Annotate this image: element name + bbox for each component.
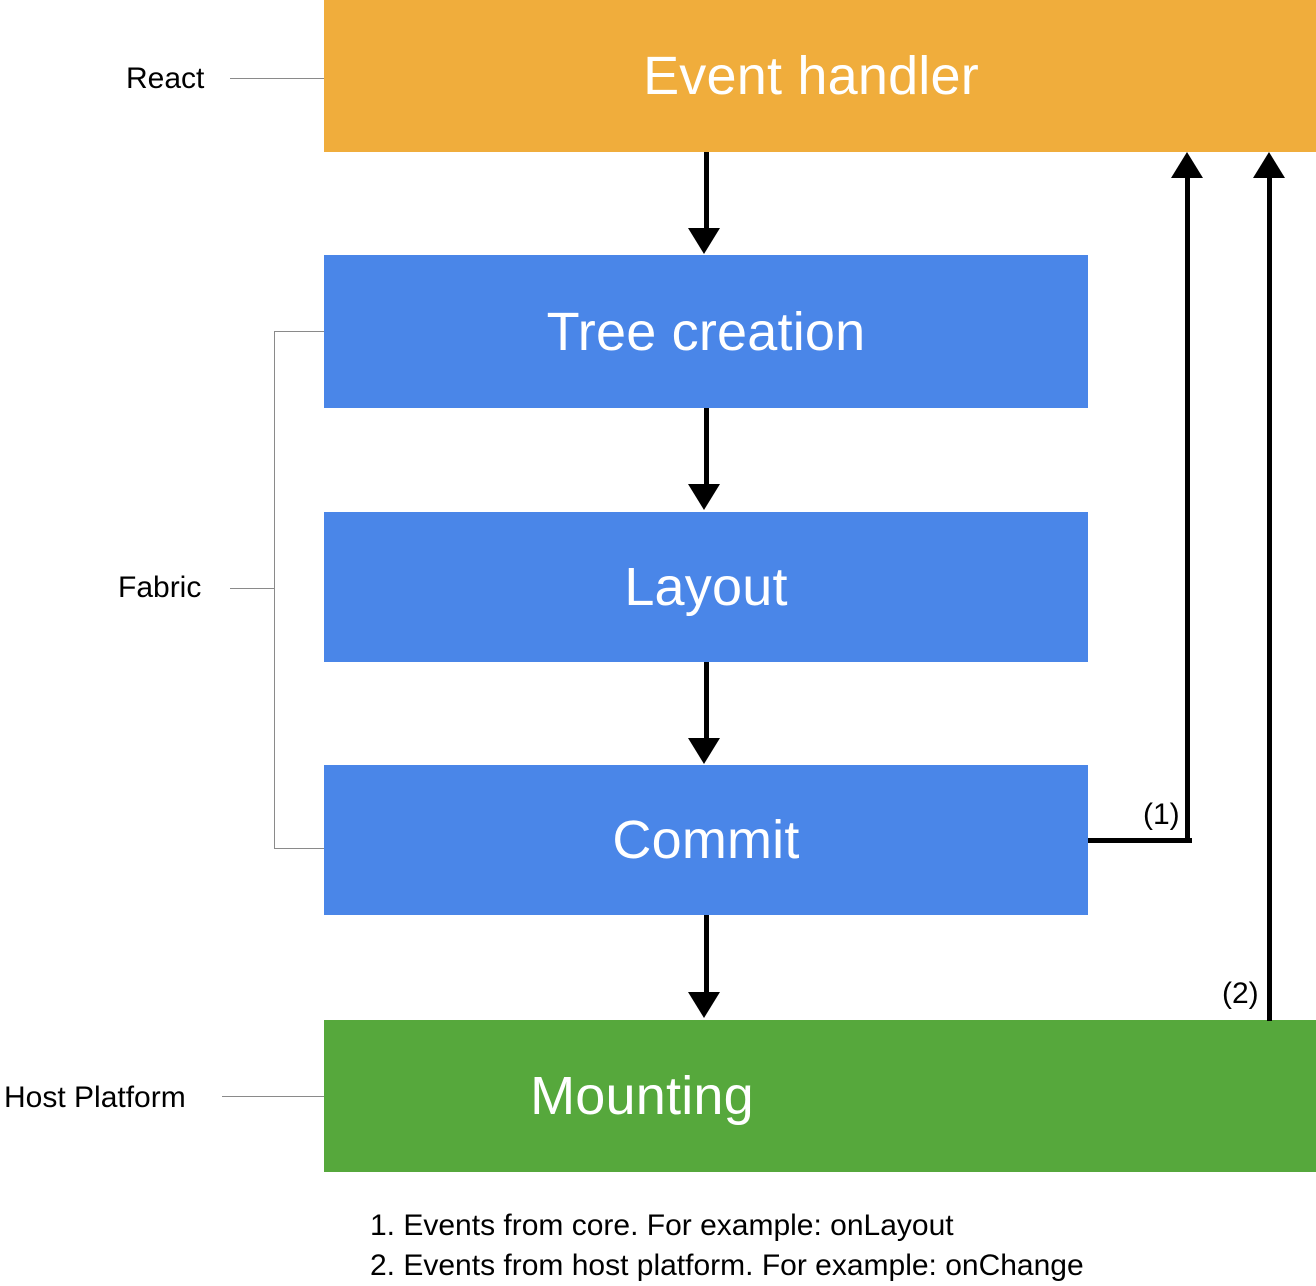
arrow-head-down-icon bbox=[688, 484, 720, 510]
layer-label-react: React bbox=[126, 62, 205, 95]
arrow-head-down-icon bbox=[688, 228, 720, 254]
node-mounting[interactable]: Mounting bbox=[324, 1020, 1316, 1172]
footnotes: 1. Events from core. For example: onLayo… bbox=[370, 1206, 1084, 1286]
edge-mounting-to-event-handler-vertical bbox=[1267, 178, 1272, 1021]
fabric-bracket-bottom bbox=[274, 848, 324, 849]
arrow-head-up-icon bbox=[1171, 152, 1203, 178]
fabric-leader-line bbox=[230, 588, 275, 589]
edge-commit-to-mounting bbox=[704, 915, 709, 994]
edge-layout-to-commit bbox=[704, 662, 709, 740]
arrow-head-down-icon bbox=[688, 992, 720, 1018]
node-commit-label: Commit bbox=[612, 810, 800, 870]
react-leader-line bbox=[230, 78, 324, 79]
arrow-head-up-icon bbox=[1253, 152, 1285, 178]
edge-tag-2: (2) bbox=[1222, 977, 1259, 1010]
node-mounting-label: Mounting bbox=[530, 1066, 754, 1126]
arrow-head-down-icon bbox=[688, 738, 720, 764]
node-layout[interactable]: Layout bbox=[324, 512, 1088, 662]
footnote-1: 1. Events from core. For example: onLayo… bbox=[370, 1209, 954, 1242]
edge-event-handler-to-tree-creation bbox=[704, 152, 709, 230]
edge-commit-to-event-handler-vertical bbox=[1185, 178, 1190, 843]
node-layout-label: Layout bbox=[624, 557, 788, 617]
node-event-handler[interactable]: Event handler bbox=[324, 0, 1316, 152]
host-platform-leader-line bbox=[222, 1096, 324, 1097]
node-tree-creation[interactable]: Tree creation bbox=[324, 255, 1088, 408]
node-commit[interactable]: Commit bbox=[324, 765, 1088, 915]
fabric-bracket-vertical bbox=[274, 331, 275, 849]
node-tree-creation-label: Tree creation bbox=[546, 301, 866, 362]
fabric-bracket-top bbox=[274, 331, 324, 332]
edge-tree-creation-to-layout bbox=[704, 408, 709, 486]
layer-label-host-platform: Host Platform bbox=[4, 1081, 186, 1114]
edge-tag-1: (1) bbox=[1143, 798, 1180, 831]
node-event-handler-label: Event handler bbox=[643, 46, 979, 106]
edge-commit-to-event-handler-horizontal bbox=[1088, 838, 1192, 843]
footnote-2: 2. Events from host platform. For exampl… bbox=[370, 1249, 1084, 1282]
layer-label-fabric: Fabric bbox=[118, 571, 202, 604]
